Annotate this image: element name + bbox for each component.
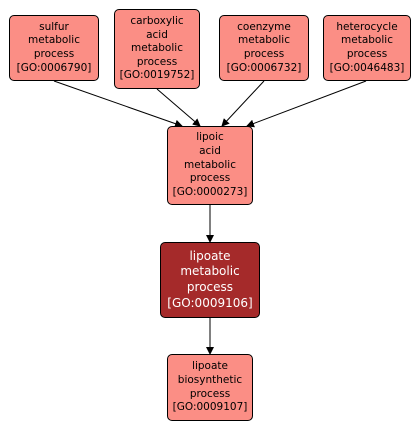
node-label: lipoate biosynthetic process [GO:0009107…: [172, 360, 248, 414]
node-lipoate-biosynthetic-process[interactable]: lipoate biosynthetic process [GO:0009107…: [167, 354, 253, 421]
node-label: lipoic acid metabolic process [GO:000027…: [172, 131, 248, 198]
edge-carboxylic-to-lipoic: [156, 88, 201, 127]
node-lipoic-acid-metabolic-process[interactable]: lipoic acid metabolic process [GO:000027…: [167, 126, 253, 205]
edge-coenzyme-to-lipoic: [221, 80, 265, 127]
node-label: coenzyme metabolic process [GO:0006732]: [226, 20, 302, 74]
node-label: sulfur metabolic process [GO:0006790]: [16, 20, 92, 74]
node-label: carboxylic acid metabolic process [GO:00…: [119, 14, 195, 82]
node-coenzyme-metabolic-process[interactable]: coenzyme metabolic process [GO:0006732]: [219, 15, 309, 81]
node-label: heterocycle metabolic process [GO:004648…: [329, 20, 405, 74]
edge-sulfur-to-lipoic: [53, 80, 183, 128]
node-sulfur-metabolic-process[interactable]: sulfur metabolic process [GO:0006790]: [9, 15, 99, 81]
node-carboxylic-acid-metabolic-process[interactable]: carboxylic acid metabolic process [GO:00…: [114, 9, 200, 89]
edge-heterocycle-to-lipoic: [246, 80, 367, 128]
node-heterocycle-metabolic-process[interactable]: heterocycle metabolic process [GO:004648…: [323, 15, 411, 81]
node-lipoate-metabolic-process[interactable]: lipoate metabolic process [GO:0009106]: [160, 242, 260, 318]
node-label: lipoate metabolic process [GO:0009106]: [167, 248, 253, 310]
